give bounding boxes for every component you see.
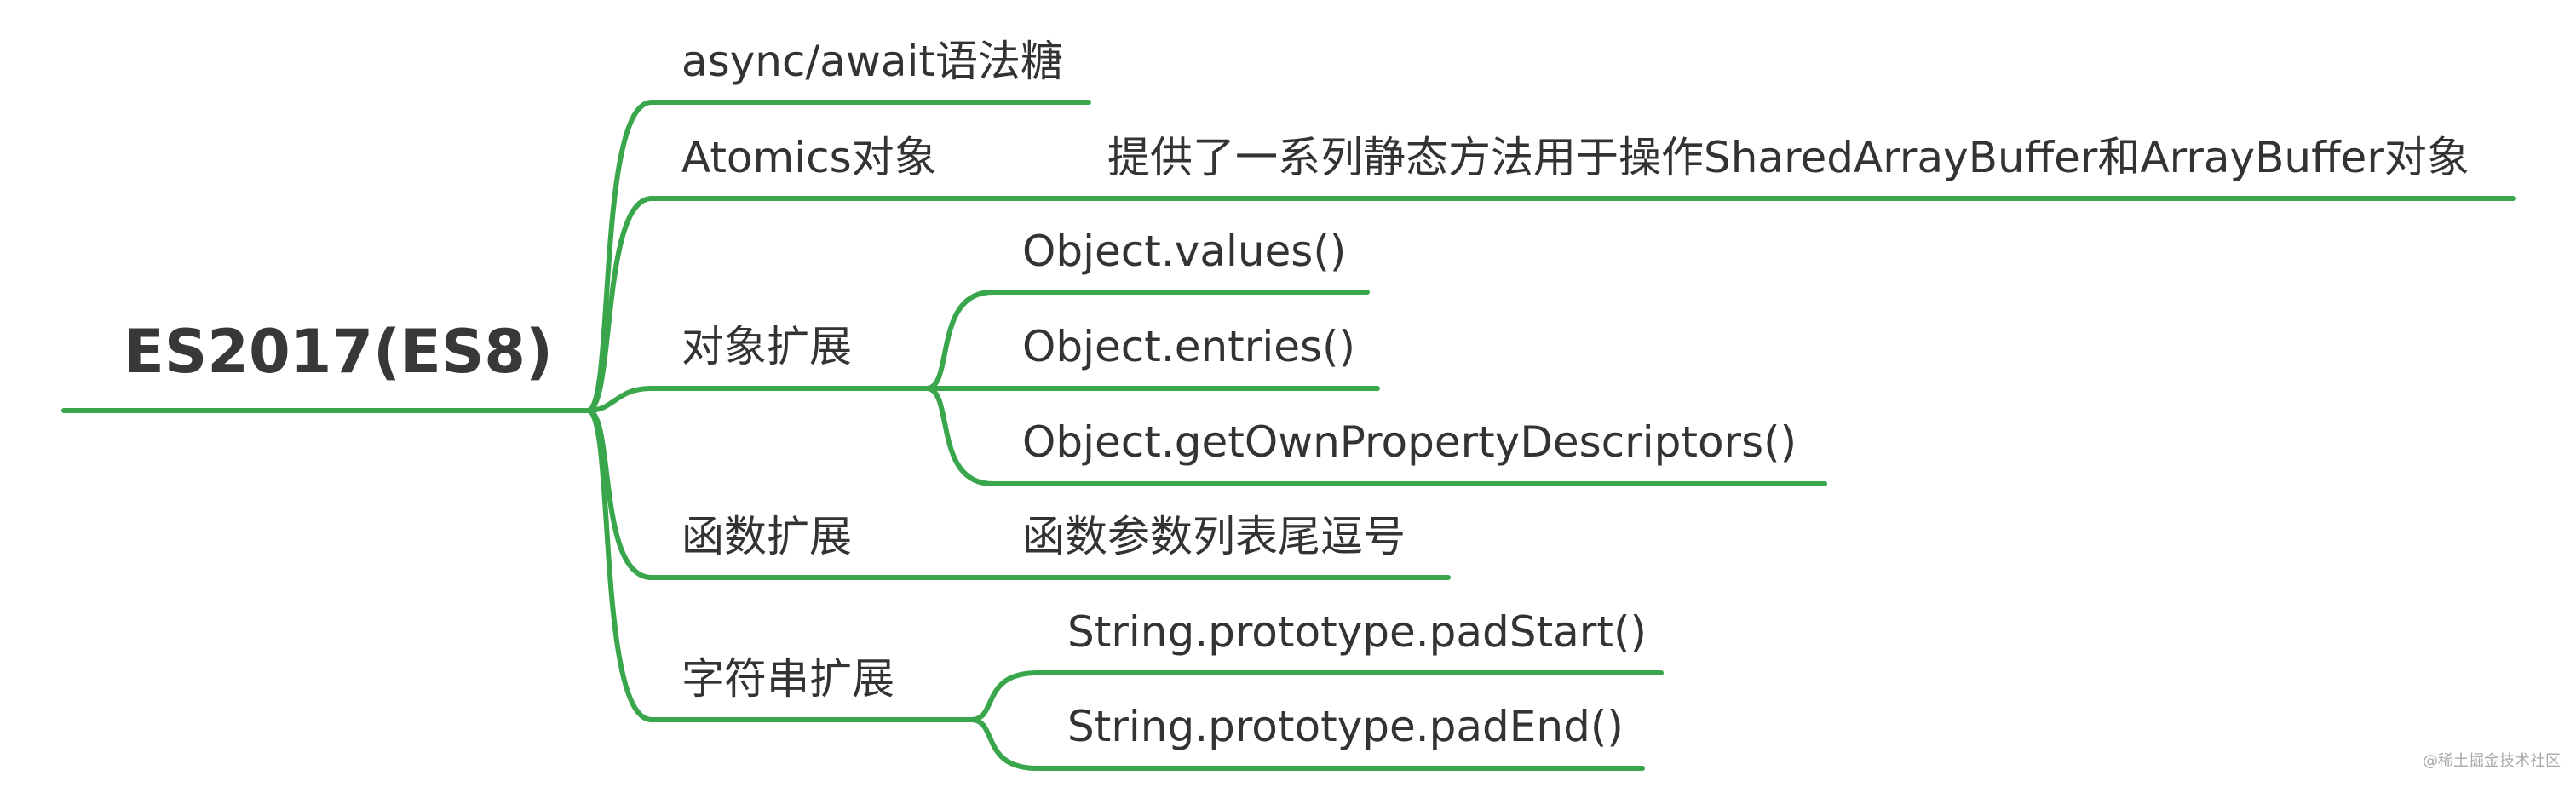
connector-branch-object bbox=[585, 386, 654, 413]
leaf-node-object-entries: Object.entries() bbox=[1022, 322, 1356, 371]
connector-leaf-object-getownpropertydescriptors bbox=[924, 386, 995, 486]
leaf-node-string-padstart: String.prototype.padStart() bbox=[1067, 607, 1647, 657]
branch-node-async: async/await语法糖 bbox=[681, 37, 1063, 86]
watermark: @稀土掘金技术社区 bbox=[2423, 752, 2561, 770]
connector-branch-atomics bbox=[585, 196, 654, 413]
branch-node-function: 函数扩展 bbox=[681, 512, 852, 561]
connector-leaf-string-padend bbox=[969, 717, 1040, 771]
root-node: ES2017(ES8) bbox=[124, 317, 553, 387]
leaf-node-function-trailing-comma: 函数参数列表尾逗号 bbox=[1022, 512, 1406, 561]
connector-branch-string bbox=[585, 408, 654, 722]
leaf-node-object-getownpropertydescriptors: Object.getOwnPropertyDescriptors() bbox=[1022, 417, 1797, 467]
leaf-node-object-values: Object.values() bbox=[1022, 227, 1347, 276]
connector-leaf-object-values bbox=[924, 290, 995, 391]
branch-node-atomics: Atomics对象 bbox=[681, 133, 937, 182]
leaf-node-atomics-description: 提供了一系列静态方法用于操作SharedArrayBuffer和ArrayBuf… bbox=[1107, 133, 2470, 182]
connector-leaf-string-padstart bbox=[969, 670, 1040, 722]
branch-node-object: 对象扩展 bbox=[681, 322, 852, 371]
leaf-node-string-padend: String.prototype.padEnd() bbox=[1067, 702, 1624, 751]
branch-node-string: 字符串扩展 bbox=[681, 654, 894, 704]
